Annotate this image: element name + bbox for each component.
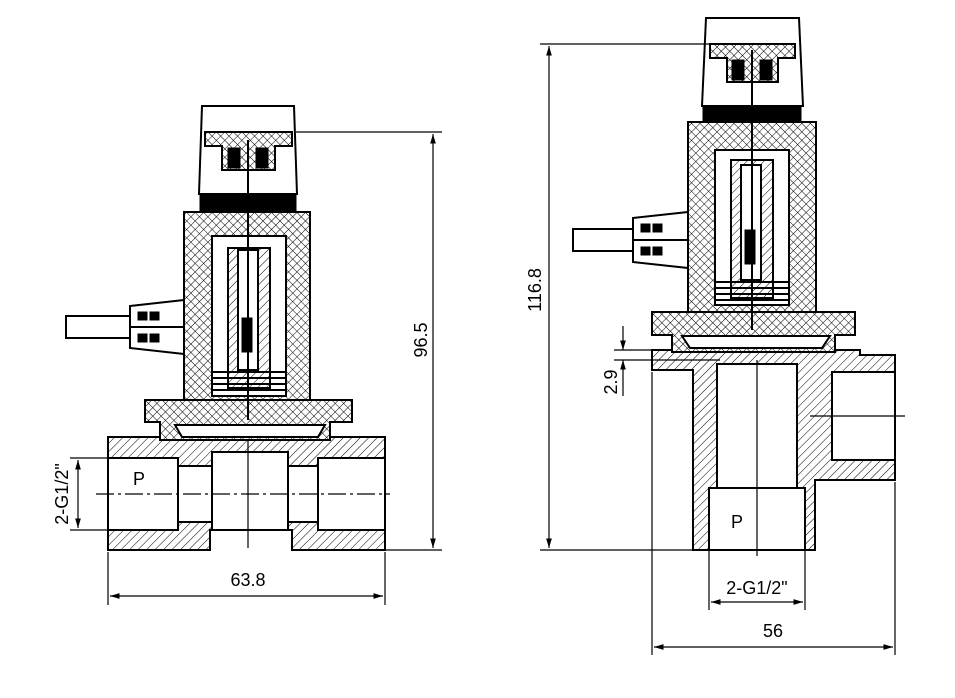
- left-width-value: 63.8: [230, 570, 265, 590]
- left-width-dimension: 63.8: [107, 552, 386, 605]
- right-thread-value: 2-G1/2": [726, 578, 787, 598]
- left-thread-dimension: 2-G1/2": [52, 457, 108, 531]
- right-height-value: 116.8: [525, 268, 545, 312]
- right-port-label: P: [731, 512, 743, 532]
- left-thread-value: 2-G1/2": [52, 463, 72, 524]
- left-view: P 96.5 63.8 2-G1/2": [52, 105, 442, 605]
- right-width-dimension: 56: [651, 372, 896, 655]
- right-gap-value: 2.9: [601, 369, 621, 394]
- left-height-dimension: 96.5: [296, 131, 442, 551]
- left-height-value: 96.5: [411, 322, 431, 357]
- left-cable-connector: [65, 298, 185, 356]
- right-view: P 116.8 2.9 2-G1/2" 56: [525, 17, 905, 655]
- right-cable-connector: [572, 210, 689, 270]
- right-thread-dimension: 2-G1/2": [708, 550, 806, 610]
- left-port-label: P: [133, 469, 145, 489]
- right-width-value: 56: [763, 621, 783, 641]
- right-height-dimension: 116.8: [525, 43, 710, 551]
- right-gap-dimension: 2.9: [601, 326, 720, 396]
